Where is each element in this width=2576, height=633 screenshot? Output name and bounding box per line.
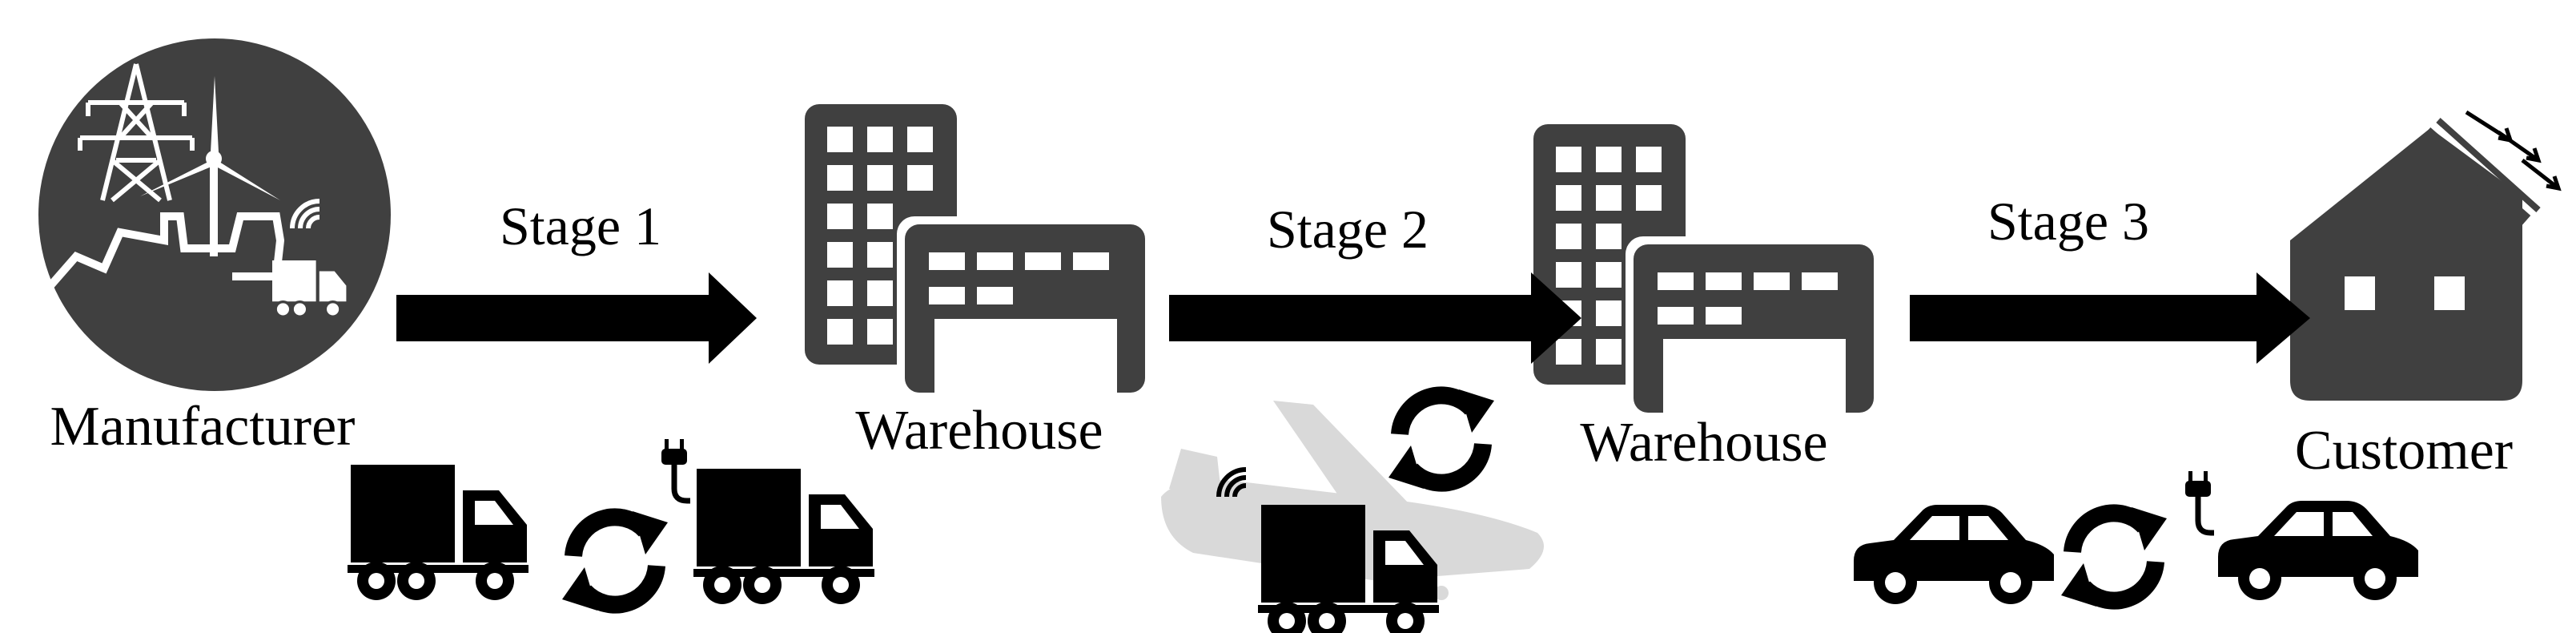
manufacturer-circle-icon (38, 38, 391, 391)
warehouse-2-label: Warehouse (1580, 412, 1828, 474)
manufacturer-label: Manufacturer (50, 396, 356, 458)
stage-3-label: Stage 3 (1987, 191, 2150, 252)
house-solar-icon (2290, 110, 2562, 401)
warehouse-1-label: Warehouse (855, 400, 1103, 462)
warehouse-icon (1533, 124, 1880, 414)
stage-2-label: Stage 2 (1266, 199, 1429, 260)
electric-truck-icon (661, 439, 874, 604)
stage-1-arrow (396, 272, 757, 364)
car-icon (1854, 505, 2054, 604)
electric-car-icon (2185, 471, 2418, 600)
swap-arrows-icon (2061, 507, 2167, 607)
customer-label: Customer (2294, 420, 2514, 482)
stage-3-arrow (1910, 272, 2310, 364)
truck-icon (348, 465, 528, 600)
warehouse-icon (805, 104, 1151, 394)
stage-2-arrow (1169, 272, 1581, 364)
swap-arrows-icon (562, 511, 668, 611)
stage-1-label: Stage 1 (499, 196, 662, 256)
swap-arrows-icon (1388, 389, 1494, 489)
wifi-icon (1216, 467, 1247, 498)
